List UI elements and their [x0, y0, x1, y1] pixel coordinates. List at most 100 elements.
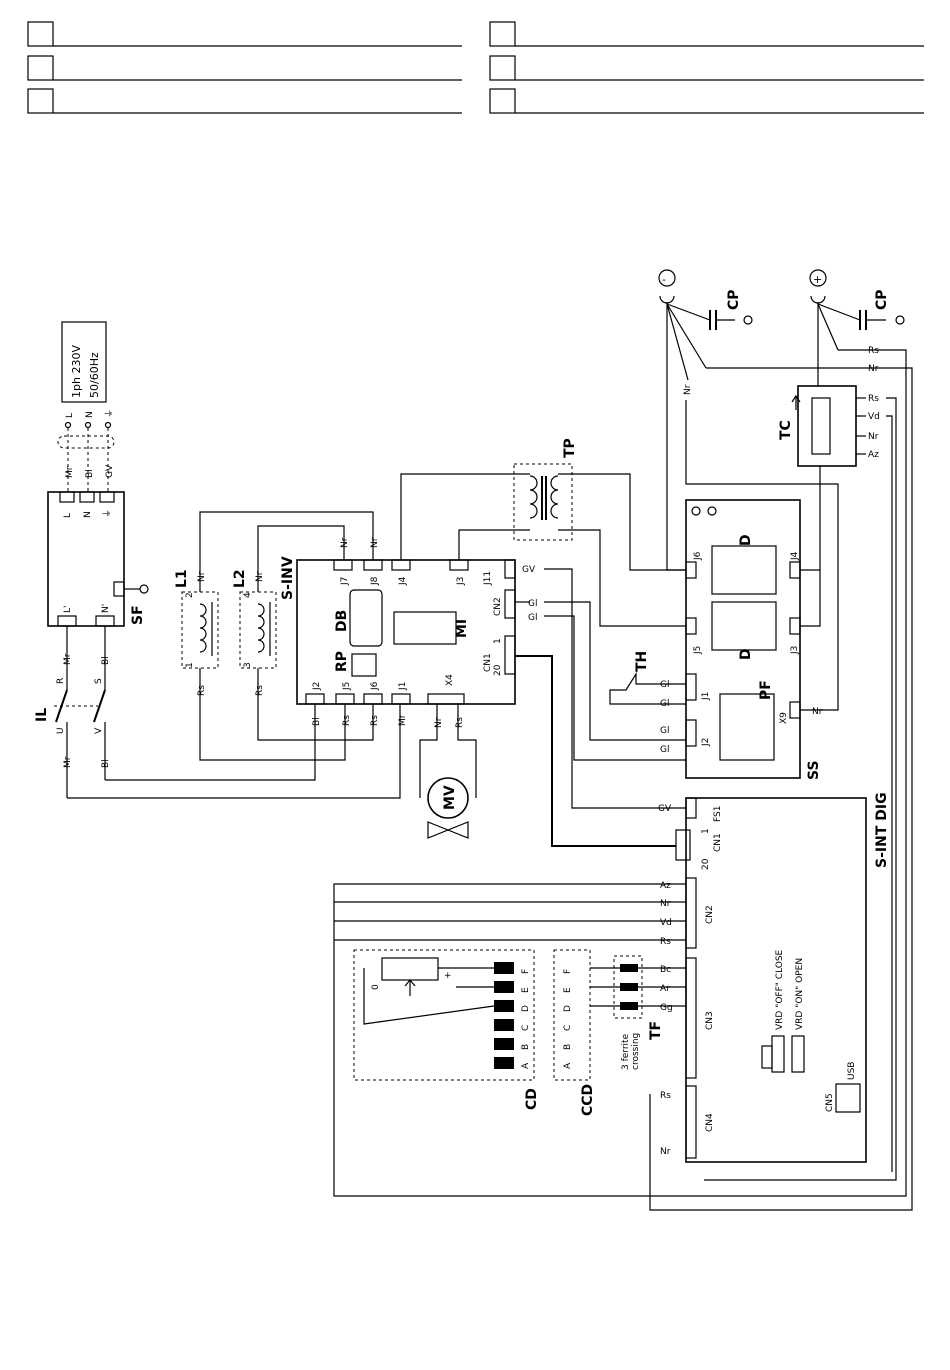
header-rows — [27, 21, 924, 114]
sinv-J2-wire: Bl — [312, 717, 322, 726]
sinv-J2: J2 — [312, 682, 322, 691]
tc-Rs: Rs — [868, 394, 879, 404]
ss-J6: J6 — [693, 551, 703, 561]
sf-earth-icon: ⏚ — [102, 509, 113, 518]
sf-label: SF — [130, 605, 146, 625]
wire-GV: GV — [105, 464, 115, 478]
cp-neg-label: CP — [726, 289, 742, 310]
ccd-A: A — [563, 1062, 573, 1069]
sf-N: N — [83, 511, 93, 518]
sint-cn1-pin20: 20 — [701, 858, 711, 870]
cd-connector: 0 + F E D C B A CD — [353, 949, 540, 1110]
tp-label: TP — [562, 438, 578, 458]
header-checkbox-1[interactable] — [27, 21, 54, 47]
wire-Mr: Mr — [65, 466, 75, 478]
sinv-J5-wire: Rs — [342, 715, 352, 726]
l2-wire-Rs: Rs — [255, 685, 265, 696]
cd-B: B — [521, 1044, 531, 1050]
tc-label: TC — [778, 420, 794, 440]
l2-wire-Nr: Nr — [255, 571, 265, 582]
ss-J3: J3 — [790, 646, 800, 655]
sinv-cn2-wire-1: Gl — [528, 599, 537, 609]
ss-J1: J1 — [701, 692, 711, 701]
s-inv-board: S-INV J7 J8 J4 J3 J11 Nr Nr CN2 CN1 1 20… — [280, 537, 516, 726]
ferrite-note: 3 ferrite — [621, 1033, 631, 1070]
ss-board: SS J6 J4 J5 J3 D D J1 J2 PF X9 Nr Gl Gl … — [660, 499, 823, 780]
l2-pin-3: 3 — [243, 662, 253, 668]
il-wire-Bl: Bl — [101, 759, 111, 768]
plus-icon: + — [813, 273, 822, 286]
sinv-J4: J4 — [398, 576, 408, 586]
l2-label: L2 — [232, 569, 248, 588]
il-wire-Bl-top: Bl — [101, 656, 111, 665]
neg-wire-Nr: Nr — [868, 364, 879, 374]
l1-wire-Rs: Rs — [197, 685, 207, 696]
il-wire-Mr: Mr — [63, 756, 73, 768]
sinv-gv-wire: GV — [522, 565, 536, 575]
sint-CN5: CN5 — [825, 1093, 835, 1112]
header-checkbox-4[interactable] — [489, 21, 516, 47]
sinv-J7-wire: Nr — [340, 537, 350, 548]
pos-wire-Rs: Rs — [868, 346, 879, 356]
sint-gv-wire: GV — [658, 804, 672, 814]
sf-filter: L N ⏚ L' N' SF — [47, 491, 149, 627]
usb-port[interactable] — [835, 1083, 861, 1113]
ccd-D: D — [563, 1005, 573, 1012]
sint-cn4-Rs: Rs — [660, 1091, 671, 1101]
supply-line-1: 1ph 230V — [70, 345, 83, 398]
header-checkbox-3[interactable] — [27, 88, 54, 114]
sint-cn2-Vd: Vd — [660, 918, 672, 928]
db-label: DB — [334, 610, 350, 632]
il-R: R — [56, 678, 66, 684]
mv-wire-Nr: Nr — [434, 717, 444, 728]
sf-L-out: L' — [63, 606, 73, 614]
supply-terminals: L N ⏚ Mr Bl GV — [57, 409, 115, 495]
il-wire-Mr-top: Mr — [63, 653, 73, 665]
header-checkbox-5[interactable] — [489, 55, 516, 81]
il-switch: Mr Bl R S U V Mr Bl IL — [34, 626, 111, 798]
sinv-cn2-wire-2: Gl — [528, 613, 537, 623]
vrd-on-note: VRD "ON" OPEN — [795, 958, 805, 1030]
ss-J1-wire-1: Gl — [660, 680, 669, 690]
ss-X9: X9 — [779, 712, 789, 724]
sinv-J11: J11 — [483, 571, 493, 586]
cd-A: A — [521, 1062, 531, 1069]
earth-icon — [707, 506, 717, 516]
th-thermostat: TH — [609, 651, 686, 705]
ccd-C: C — [563, 1025, 573, 1031]
sint-CN3: CN3 — [705, 1011, 715, 1030]
wire-il-u-to-j1 — [67, 704, 401, 799]
supply-earth-icon: ⏚ — [104, 409, 115, 418]
sf-earth-icon — [139, 584, 149, 594]
usb-label: USB — [847, 1062, 857, 1080]
rp-label: RP — [334, 651, 350, 672]
hex-nut-icon — [691, 506, 701, 516]
sint-FS1: FS1 — [713, 806, 723, 822]
il-S: S — [94, 678, 104, 684]
sinv-J8-wire: Nr — [370, 537, 380, 548]
supply-label: 1ph 230V 50/60Hz — [61, 321, 107, 403]
s-inv-label: S-INV — [280, 556, 296, 600]
sint-cn3-Ar: Ar — [660, 984, 670, 994]
pf-label: PF — [758, 680, 774, 700]
cd-C: C — [521, 1025, 531, 1031]
l2-pin-4: 4 — [243, 592, 253, 598]
l1-wire-Nr: Nr — [197, 571, 207, 582]
sint-cn2-Rs: Rs — [660, 937, 671, 947]
header-checkbox-2[interactable] — [27, 55, 54, 81]
sint-cn1-pin1: 1 — [701, 828, 711, 834]
ss-J2: J2 — [701, 738, 711, 747]
sinv-J1: J1 — [398, 682, 408, 691]
sinv-J6-wire: Rs — [370, 715, 380, 726]
header-checkbox-6[interactable] — [489, 88, 516, 114]
minus-icon: - — [662, 273, 666, 286]
cd-E: E — [521, 987, 531, 993]
ccd-E: E — [563, 987, 573, 993]
l1-pin-1: 1 — [185, 662, 195, 668]
ccd-F: F — [563, 969, 573, 974]
sinv-J8: J8 — [370, 576, 380, 586]
crossing-note: crossing — [631, 1033, 641, 1070]
sinv-J1-wire: Mr — [398, 714, 408, 726]
tc-Vd: Vd — [868, 412, 880, 422]
cd-plus: + — [444, 971, 452, 981]
